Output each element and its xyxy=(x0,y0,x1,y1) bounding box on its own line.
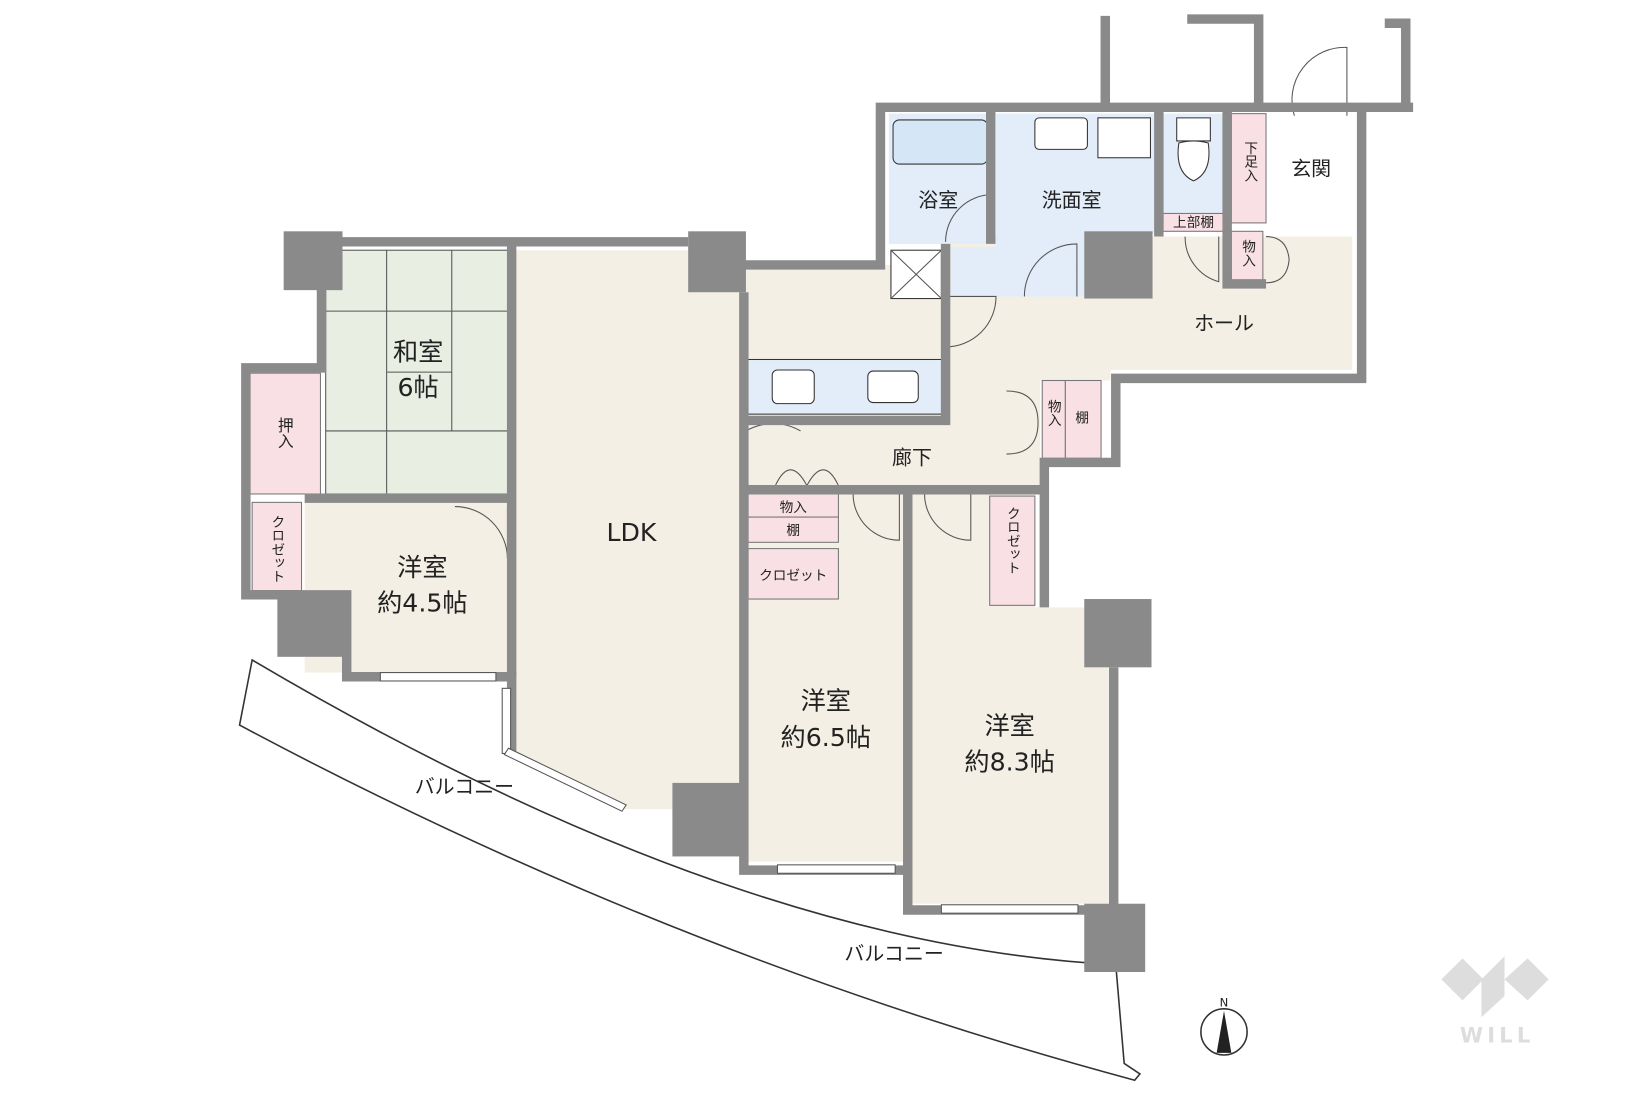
svg-text:WILL: WILL xyxy=(1460,1022,1535,1047)
oshiire-label: 押入 xyxy=(275,417,294,449)
bathtub xyxy=(892,119,989,165)
corridor-label: 廊下 xyxy=(892,446,932,470)
svg-text:N: N xyxy=(1220,996,1229,1010)
balcony-label-1: バルコニー xyxy=(415,774,514,798)
balcony-label-2: バルコニー xyxy=(844,941,943,965)
ldk-floor xyxy=(511,250,744,810)
bath-label: 浴室 xyxy=(918,188,958,212)
washroom-floor xyxy=(950,113,1156,297)
ldk-label: LDK xyxy=(606,518,657,547)
yoshitsu-a-size: 約4.5帖 xyxy=(377,589,468,618)
closet-left xyxy=(251,501,303,592)
washitsu-size: 6帖 xyxy=(398,373,439,402)
jobu-tana-label: 上部棚 xyxy=(1173,215,1214,231)
tana-ldk xyxy=(747,516,839,543)
tana-corr-label: 棚 xyxy=(1075,411,1089,427)
hall-floor xyxy=(745,236,1353,489)
sink xyxy=(1034,117,1088,150)
monoire-hall-label: 物入 xyxy=(1239,240,1256,268)
washroom-label: 洗面室 xyxy=(1042,188,1102,212)
yoshitsu-b-size: 約6.5帖 xyxy=(781,723,872,752)
monoire-hall xyxy=(1230,230,1264,283)
windows xyxy=(379,672,1079,914)
toilet-fixture xyxy=(1176,117,1211,182)
hall-label: ホール xyxy=(1194,311,1254,335)
washer-pan xyxy=(1097,117,1151,159)
yoshitsu-c-floor xyxy=(911,493,1109,904)
yoshitsu-c-size: 約8.3帖 xyxy=(964,747,1055,776)
monoire-corr-label: 物入 xyxy=(1045,399,1062,427)
entrance-label: 玄関 xyxy=(1291,157,1331,181)
oshiire xyxy=(249,372,321,495)
yoshitsu-c-label: 洋室 xyxy=(984,712,1034,741)
getabako xyxy=(1230,113,1267,224)
closet-right-label: クロゼット xyxy=(1004,507,1021,575)
balcony-outline xyxy=(238,658,1142,1082)
closet-mid xyxy=(747,548,839,600)
closet-mid-label: クロゼット xyxy=(759,568,827,584)
north-compass-icon: N xyxy=(1200,996,1248,1056)
washitsu-label: 和室 xyxy=(393,338,443,367)
entrance-floor xyxy=(1268,113,1353,216)
closet-right xyxy=(989,495,1036,606)
yoshitsu-a-label: 洋室 xyxy=(397,553,447,582)
tana-corr xyxy=(1064,379,1102,459)
stove xyxy=(771,369,815,405)
tana-ldk-label: 棚 xyxy=(786,523,800,539)
will-logo: WILL xyxy=(1441,956,1549,1047)
yoshitsu-b-label: 洋室 xyxy=(801,686,851,715)
monoire-ldk-label: 物入 xyxy=(780,500,808,516)
getabako-label: 下足入 xyxy=(1241,141,1258,182)
closet-left-label: クロゼット xyxy=(268,515,285,583)
kitchen-sink xyxy=(867,370,919,404)
